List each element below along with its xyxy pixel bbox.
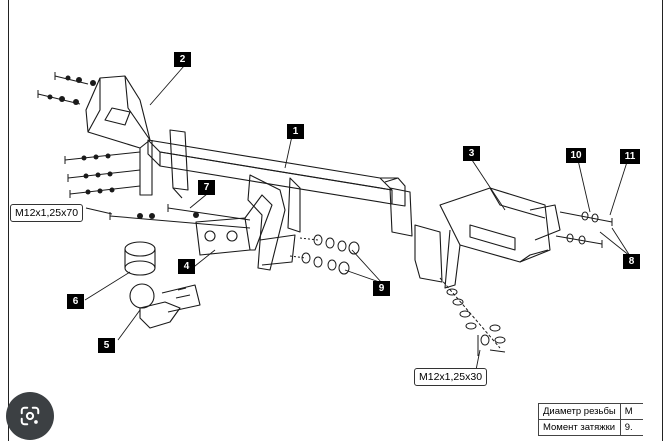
callout-10: 10 [566,148,586,163]
callout-4: 4 [178,259,195,274]
callout-3: 3 [463,146,480,161]
table-row: Момент затяжки 9. [538,419,643,436]
table-cell-label: Момент затяжки [538,419,621,436]
bolts-left [37,72,251,229]
callout-7: 7 [198,180,215,195]
table-cell-value: M [619,403,643,420]
google-lens-icon [20,406,40,426]
spacer-part [124,241,156,276]
callout-11: 11 [620,149,640,164]
right-bracket-part [389,187,561,289]
mount-plate-part [195,174,301,271]
bolt-stack-bottom [439,277,506,356]
frame-border [8,0,663,441]
tow-ball-part [129,283,201,329]
callout-2: 2 [174,52,191,67]
bolt-spec-m12x30: M12x1,25x30 [414,368,488,386]
callout-1: 1 [287,124,304,139]
table-row: Диаметр резьбы M [538,403,643,420]
callout-8: 8 [623,254,640,269]
left-bracket-part [85,75,189,199]
right-hardware [555,211,613,248]
callout-5: 5 [98,338,115,353]
bolt-spec-m12x70: M12x1,25x70 [10,204,84,222]
google-lens-button[interactable] [6,392,54,440]
nuts-part-9 [289,234,360,275]
leader-lines [84,65,631,371]
thread-spec-table: Диаметр резьбы M Момент затяжки 9. [538,403,643,436]
table-cell-label: Диаметр резьбы [538,403,621,420]
callout-9: 9 [373,281,390,296]
crossbar-part [147,139,406,207]
washers-left [47,75,199,219]
callout-6: 6 [67,294,84,309]
table-cell-value: 9. [619,419,643,436]
